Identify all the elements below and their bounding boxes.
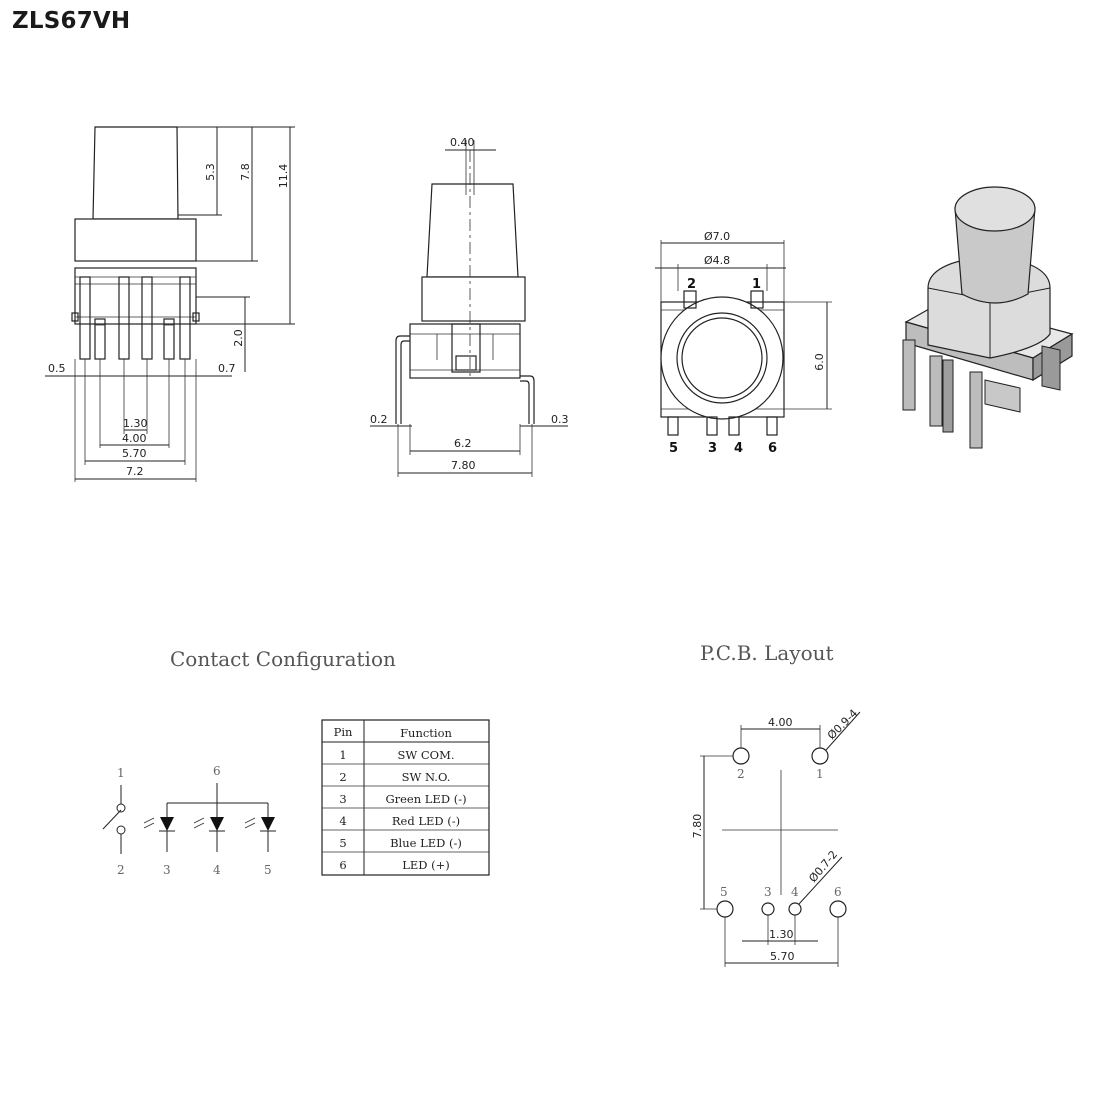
page-title: ZLS67VH <box>12 8 131 34</box>
pcb-dim-hole-0-9: Ø0.9-4 <box>825 707 860 742</box>
bottom-view: Ø7.0 Ø4.8 6.0 2 1 5 3 4 6 <box>655 230 832 456</box>
dim-5-3: 5.3 <box>204 163 217 181</box>
front-housing <box>74 267 197 325</box>
table-cell-function: Blue LED (-) <box>390 836 462 850</box>
front-view: 5.3 7.8 11.4 2.0 0.5 0.7 1.30 4.00 5.70 … <box>45 126 295 482</box>
pcb-dim-1-30: 1.30 <box>769 928 794 941</box>
table-cell-pin: 5 <box>339 836 346 850</box>
table-cell-function: SW COM. <box>397 748 454 762</box>
cap-top <box>954 186 1036 232</box>
table-cell-pin: 3 <box>339 792 346 806</box>
table-cell-function: LED (+) <box>402 858 450 872</box>
dim-0-40: 0.40 <box>450 136 475 149</box>
pcb-dim-5-70: 5.70 <box>770 950 795 963</box>
dim-0-7: 0.7 <box>218 362 236 375</box>
dim-dia-4-8: Ø4.8 <box>704 254 730 267</box>
section-title-contact: Contact Configuration <box>170 647 396 671</box>
schem-label-5: 5 <box>264 863 272 877</box>
dim-2-0: 2.0 <box>232 329 245 347</box>
table-cell-function: Green LED (-) <box>385 792 466 806</box>
led-diode <box>160 817 174 831</box>
pcb-pin-label-6: 6 <box>834 885 842 899</box>
bottom-pin-label-2: 2 <box>687 277 696 292</box>
dim-6-2: 6.2 <box>454 437 472 450</box>
schem-label-3: 3 <box>163 863 171 877</box>
table-cell-function: Red LED (-) <box>392 814 460 828</box>
dim-7-80: 7.80 <box>451 459 476 472</box>
dim-0-2: 0.2 <box>370 413 388 426</box>
dim-5-70: 5.70 <box>122 447 147 460</box>
table-header-function: Function <box>400 726 452 740</box>
section-title-pcb: P.C.B. Layout <box>700 641 834 665</box>
pcb-pin-label-1: 1 <box>816 767 824 781</box>
pcb-hole <box>732 747 750 765</box>
side-collar <box>421 276 526 322</box>
pcb-layout: 4.00 Ø0.9-4 7.80 Ø0.7-2 1.30 5.70 2 1 5 … <box>691 707 860 967</box>
contact-schematic: 1 2 6 3 4 5 <box>102 764 276 877</box>
dim-4-00: 4.00 <box>122 432 147 445</box>
pcb-pin-label-5: 5 <box>720 885 728 899</box>
bottom-pin-label-3: 3 <box>708 441 717 456</box>
dim-1-30: 1.30 <box>123 417 148 430</box>
bottom-pin-label-5: 5 <box>669 441 678 456</box>
table-cell-pin: 2 <box>339 770 346 784</box>
switch-contact <box>116 803 126 813</box>
table-cell-function: SW N.O. <box>402 770 451 784</box>
dim-0-3: 0.3 <box>551 413 569 426</box>
side-housing <box>409 323 521 379</box>
front-collar <box>74 218 197 262</box>
dim-0-5: 0.5 <box>48 362 66 375</box>
table-cell-pin: 6 <box>339 858 346 872</box>
table-header-pin: Pin <box>334 725 353 739</box>
dim-11-4: 11.4 <box>277 164 290 189</box>
table-cell-pin: 1 <box>339 748 346 762</box>
dim-7-8: 7.8 <box>239 163 252 181</box>
bottom-pin-label-6: 6 <box>768 441 777 456</box>
pcb-pin-label-4: 4 <box>791 885 799 899</box>
bottom-pin-label-1: 1 <box>752 277 761 292</box>
isometric-view <box>902 186 1074 449</box>
pcb-pin-label-2: 2 <box>737 767 745 781</box>
pin-table: Pin Function 1 SW COM. 2 SW N.O. 3 Green… <box>321 719 490 876</box>
side-view: 0.40 0.2 0.3 6.2 7.80 <box>370 136 569 477</box>
pcb-pin-label-3: 3 <box>764 885 772 899</box>
side-cap <box>426 183 519 278</box>
pcb-dim-4-00: 4.00 <box>768 716 793 729</box>
schem-label-6: 6 <box>213 764 221 778</box>
pcb-dim-hole-0-7: Ø0.7-2 <box>806 848 840 885</box>
bottom-outer-ring <box>660 296 784 420</box>
dim-dia-7-0: Ø7.0 <box>704 230 730 243</box>
dim-6-0: 6.0 <box>813 353 826 371</box>
bottom-pin-label-4: 4 <box>734 441 743 456</box>
front-cap <box>92 126 179 220</box>
schem-label-4: 4 <box>213 863 221 877</box>
table-cell-pin: 4 <box>339 814 346 828</box>
dim-7-2: 7.2 <box>126 465 144 478</box>
schem-label-2: 2 <box>117 863 125 877</box>
schem-label-1: 1 <box>117 766 125 780</box>
pcb-dim-7-80: 7.80 <box>691 814 704 839</box>
